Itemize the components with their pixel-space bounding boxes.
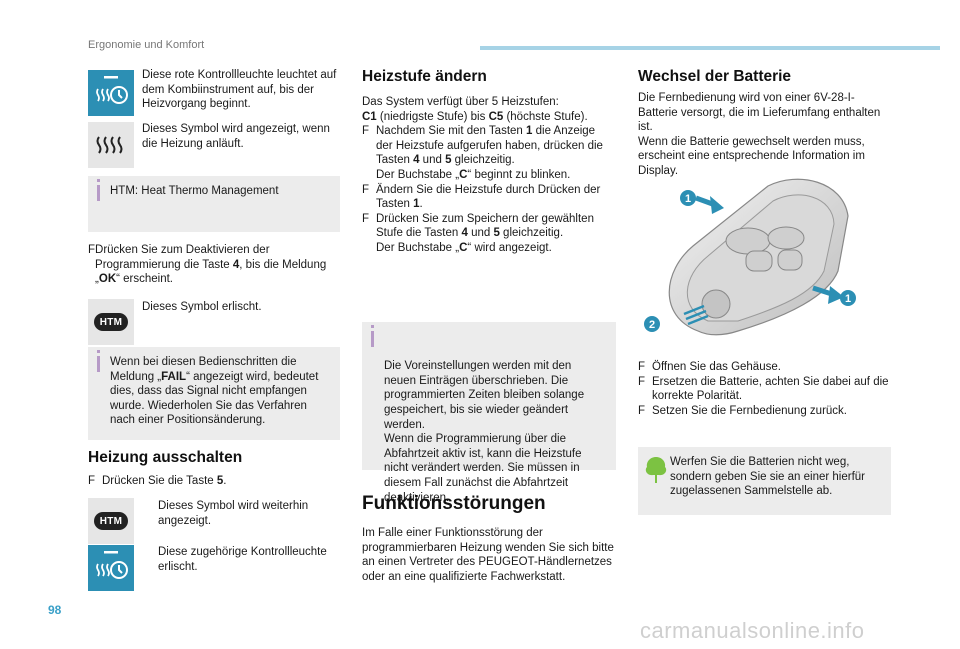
page-number: 98: [48, 603, 62, 617]
htm-note: HTM: Heat Thermo Management: [88, 176, 340, 232]
header-rule: [480, 46, 940, 50]
heading-funktionsstoerungen: Funktionsstörungen: [362, 493, 546, 514]
fail-note: Wenn bei diesen Bedienschritten die Meld…: [88, 347, 340, 440]
battery-intro: Die Fernbedienung wird von einer 6V-28-I…: [638, 92, 881, 177]
heading-heizung-ausschalten: Heizung ausschalten: [88, 449, 243, 466]
callout-2: 2: [649, 319, 655, 331]
eco-note-text: Werfen Sie die Batterien nicht weg, sond…: [670, 456, 865, 498]
callout-1-right: 1: [845, 293, 851, 305]
eco-tree-icon: [645, 457, 667, 483]
heating-symbol-description: Dieses Symbol wird angezeigt, wenn die H…: [142, 123, 330, 150]
malfunction-text: Im Falle einer Funktionsstörung der prog…: [362, 527, 614, 583]
deactivate-bullet: F Drücken Sie zum Deaktivieren der Progr…: [88, 244, 327, 286]
lamp-off-description: Diese zugehörige Kontrollleuchte erlisch…: [158, 546, 327, 573]
htm-stays-description: Dieses Symbol wird weiterhin angezeigt.: [158, 500, 309, 527]
preset-note: Die Voreinstellungen werden mit den neue…: [362, 322, 616, 504]
htm-symbol-icon: HTM: [88, 299, 134, 345]
heizstufe-body: Das System verfügt über 5 Heizstufen: C1…: [362, 96, 603, 254]
remote-control-illustration: 1 1 2: [638, 176, 894, 346]
watermark: carmanualsonline.info: [640, 618, 865, 643]
bullet-marker: F: [88, 244, 96, 256]
heating-symbol-icon: [88, 122, 134, 168]
preset-note-text: Die Voreinstellungen werden mit den neue…: [384, 360, 585, 504]
heading-heizstufe: Heizstufe ändern: [362, 68, 487, 85]
heating-warning-lamp-icon: [88, 70, 134, 116]
htm-off-description: Dieses Symbol erlischt.: [142, 301, 262, 313]
heading-batterie: Wechsel der Batterie: [638, 68, 792, 85]
section-title: Ergonomie und Komfort: [88, 39, 205, 51]
callout-1-top: 1: [685, 193, 691, 205]
htm-note-text: HTM: Heat Thermo Management: [110, 185, 279, 197]
eco-note: Werfen Sie die Batterien nicht weg, sond…: [638, 447, 891, 515]
heating-lamp-icon-2: [88, 545, 134, 591]
lamp-description: Diese rote Kontrollleuchte leuchtet auf …: [142, 69, 337, 111]
htm-symbol-icon-2: HTM: [88, 498, 134, 544]
